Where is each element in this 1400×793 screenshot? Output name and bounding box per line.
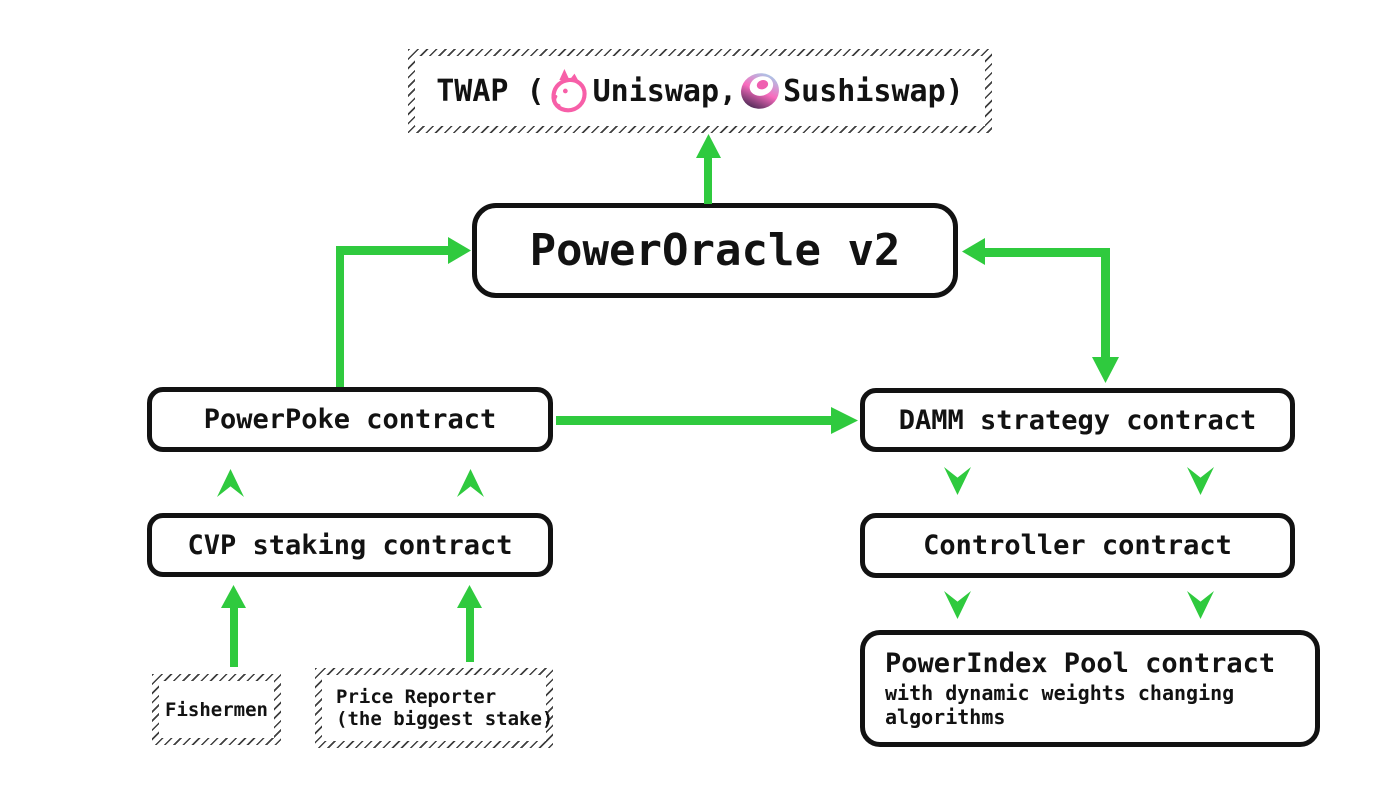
- arrow-fishermen-to-cvp-stem: [230, 606, 238, 667]
- chevron-damm-to-controller-right: [1187, 467, 1214, 495]
- power-oracle-label: PowerOracle v2: [529, 225, 901, 276]
- twap-label-prefix: TWAP (: [436, 73, 545, 109]
- arrow-oracle-to-damm-head: [1092, 357, 1119, 383]
- fishermen-label: Fishermen: [165, 698, 268, 721]
- price-reporter-label: Price Reporter (the biggest stake): [336, 686, 553, 730]
- arrow-damm-to-oracle-head: [962, 238, 985, 265]
- arrow-reporter-to-cvp-head: [457, 585, 482, 608]
- arrow-oracle-damm-hstem: [983, 248, 1110, 257]
- chevron-controller-to-powerindex-right: [1187, 591, 1214, 619]
- power-poke-label: PowerPoke contract: [203, 404, 497, 435]
- arrow-poke-to-oracle-vstem: [336, 248, 344, 387]
- sushiswap-sushi-icon: [739, 70, 781, 112]
- chevron-cvp-to-poke-left: [217, 469, 244, 497]
- fishermen-box: Fishermen: [152, 674, 281, 745]
- cvp-staking-label: CVP staking contract: [187, 529, 513, 561]
- twap-label-row: TWAP ( Uniswap,: [436, 68, 964, 114]
- arrow-fishermen-to-cvp-head: [221, 585, 246, 608]
- chevron-controller-to-powerindex-left: [944, 591, 971, 619]
- twap-uniswap-label: Uniswap,: [592, 73, 738, 109]
- arrow-poke-to-damm-head: [831, 407, 858, 434]
- arrow-poke-to-damm-stem: [556, 416, 833, 425]
- uniswap-unicorn-icon: [547, 68, 591, 114]
- damm-strategy-label: DAMM strategy contract: [898, 404, 1257, 436]
- arrow-poke-to-oracle-hstem: [336, 246, 450, 255]
- damm-strategy-box: DAMM strategy contract: [860, 388, 1295, 452]
- power-index-box: PowerIndex Pool contract with dynamic we…: [860, 630, 1320, 747]
- price-reporter-line2: (the biggest stake): [336, 708, 554, 730]
- power-poke-box: PowerPoke contract: [147, 387, 553, 452]
- power-index-subtitle: with dynamic weights changing algorithms: [885, 680, 1235, 729]
- twap-sources-box: TWAP ( Uniswap,: [408, 49, 992, 133]
- power-index-title: PowerIndex Pool contract: [885, 648, 1276, 680]
- arrow-oracle-damm-vstem: [1101, 248, 1110, 359]
- power-oracle-box: PowerOracle v2: [472, 203, 958, 298]
- controller-box: Controller contract: [860, 513, 1295, 578]
- arrow-reporter-to-cvp-stem: [466, 606, 474, 662]
- arrow-poke-to-oracle-head: [448, 237, 471, 264]
- price-reporter-box: Price Reporter (the biggest stake): [315, 668, 553, 748]
- chevron-cvp-to-poke-right: [457, 469, 484, 497]
- arrow-oracle-to-twap-head: [696, 134, 721, 158]
- arrow-oracle-to-twap-stem: [704, 156, 712, 204]
- chevron-damm-to-controller-left: [944, 467, 971, 495]
- controller-label: Controller contract: [923, 530, 1232, 561]
- cvp-staking-box: CVP staking contract: [147, 513, 553, 577]
- twap-sushiswap-label: Sushiswap): [783, 73, 964, 109]
- price-reporter-line1: Price Reporter: [336, 686, 497, 708]
